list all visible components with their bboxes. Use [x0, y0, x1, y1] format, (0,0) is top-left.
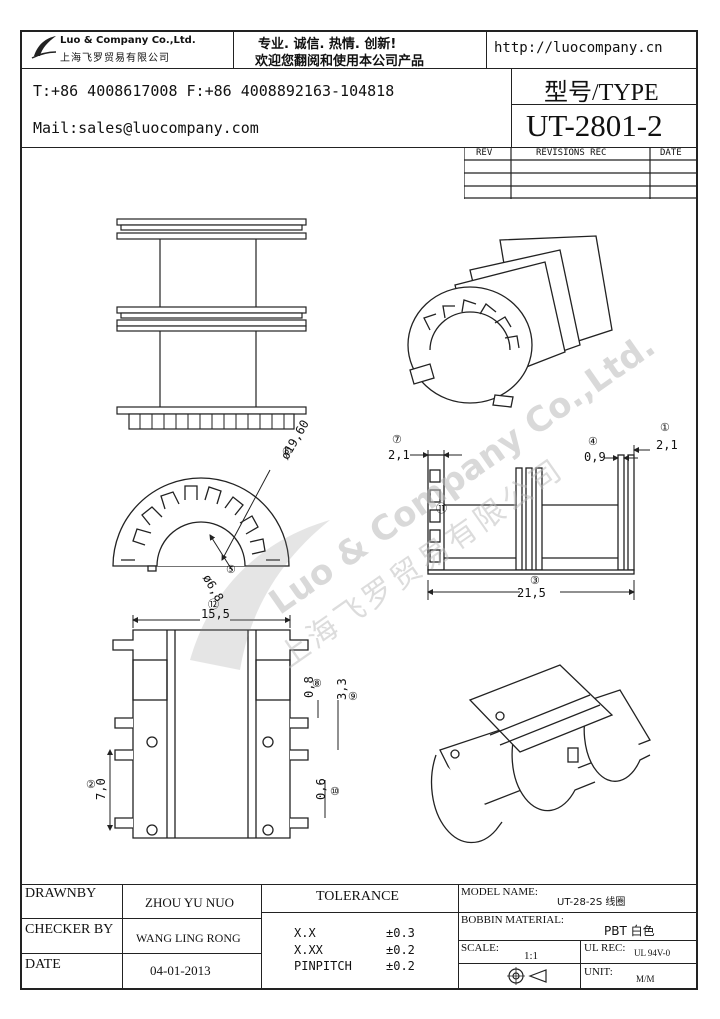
header-rule [20, 68, 698, 69]
callout-8: ⑧ [312, 677, 322, 690]
callout-6: ⑥ [282, 445, 292, 458]
tb-col-3 [458, 884, 459, 990]
projection-symbol-icon [506, 966, 550, 986]
tb-row-1 [20, 918, 261, 919]
callout-9: ⑨ [348, 690, 358, 703]
contact-phone: T:+86 4008617008 F:+86 4008892163-104818 [33, 82, 395, 100]
drawn-by-label: DRAWNBY [25, 886, 97, 901]
header-divider-1 [233, 30, 234, 68]
dim-slot-b: 3,3 [335, 678, 349, 700]
scale-label: SCALE: [461, 942, 499, 954]
unit-value: M/M [636, 974, 655, 984]
dim-height: 7,0 [94, 778, 108, 800]
header-divider-2 [486, 30, 487, 68]
slogan-line-1: 专业. 诚信. 热情. 创新! [258, 37, 397, 52]
slogan-line-2: 欢迎您翻阅和使用本公司产品 [255, 54, 425, 69]
dim-bottom-gap: 0,6 [314, 778, 328, 800]
callout-12: ⑫ [208, 598, 219, 611]
projection-symbol-graphic [507, 967, 547, 985]
callout-5: ⑤ [226, 563, 236, 576]
date-value: 04-01-2013 [150, 963, 211, 978]
company-name-en: Luo & Company Co.,Ltd. [60, 35, 196, 46]
company-name-cn: 上海飞罗贸易有限公司 [60, 53, 170, 64]
ul-rec-value: UL 94V-0 [634, 948, 671, 958]
tb-right-col [580, 940, 581, 990]
tol-key-pinpitch: PINPITCH [294, 959, 352, 973]
tolerance-label: TOLERANCE [316, 889, 399, 904]
callout-7: ⑦ [392, 433, 402, 446]
header-bottom-rule [20, 147, 698, 148]
callout-3: ③ [530, 574, 540, 587]
tol-val-pinpitch: ±0.2 [386, 959, 415, 973]
model-name-value: UT-28-2S 线圈 [557, 897, 626, 908]
type-label: 型号/TYPE [544, 80, 659, 106]
callout-2: ② [86, 778, 96, 791]
type-box-mid [511, 104, 698, 105]
tb-col-1 [122, 884, 123, 990]
tb-right-row-3 [458, 963, 698, 964]
date-header: DATE [660, 148, 682, 158]
ul-rec-label: UL REC: [584, 942, 626, 954]
tb-right-row-2 [458, 940, 698, 941]
website-link[interactable]: http://luocompany.cn [494, 40, 663, 56]
dim-left-flange: 2,1 [388, 448, 410, 462]
checker-label: CHECKER BY [25, 922, 114, 937]
tol-key-xxx: X.XX [294, 943, 323, 957]
dim-right-flange: 2,1 [656, 438, 678, 452]
tb-col-2 [261, 884, 262, 990]
logo-swoosh-icon [31, 36, 57, 59]
contact-mail: Mail:sales@luocompany.com [33, 119, 259, 137]
type-box-left [511, 68, 512, 147]
date-label: DATE [25, 957, 61, 972]
callout-4: ④ [588, 435, 598, 448]
tol-val-xx: ±0.3 [386, 926, 415, 940]
bobbin-material-label: BOBBIN MATERIAL: [461, 914, 564, 926]
company-logo [30, 34, 58, 60]
revision-grid [464, 147, 698, 199]
drawing-frame [20, 30, 698, 990]
tol-val-xxx: ±0.2 [386, 943, 415, 957]
tb-tol-row [261, 912, 458, 913]
unit-label: UNIT: [584, 966, 613, 978]
rev-header: REV [476, 148, 493, 158]
callout-10: ⑩ [330, 785, 340, 798]
checker-value: WANG LING RONG [136, 931, 241, 945]
model-name-label: MODEL NAME: [461, 886, 538, 898]
dim-pin-width: 0,9 [584, 450, 606, 464]
title-block-top [20, 884, 698, 885]
dim-width: 15,5 [201, 607, 230, 621]
tb-row-2 [20, 953, 261, 954]
callout-1: ① [660, 421, 670, 434]
callout-11: ⑪ [436, 502, 447, 515]
dim-length: 21,5 [517, 586, 546, 600]
bobbin-material-value: PBT 白色 [604, 924, 655, 938]
revision-table: REV REVISIONS REC DATE [464, 147, 698, 199]
tol-key-xx: X.X [294, 926, 316, 940]
type-value: UT-2801-2 [526, 108, 663, 143]
scale-value: 1:1 [524, 950, 539, 962]
drawn-by-value: ZHOU YU NUO [145, 895, 235, 910]
revisions-rec-header: REVISIONS REC [536, 148, 607, 158]
tb-right-row-1 [458, 912, 698, 913]
